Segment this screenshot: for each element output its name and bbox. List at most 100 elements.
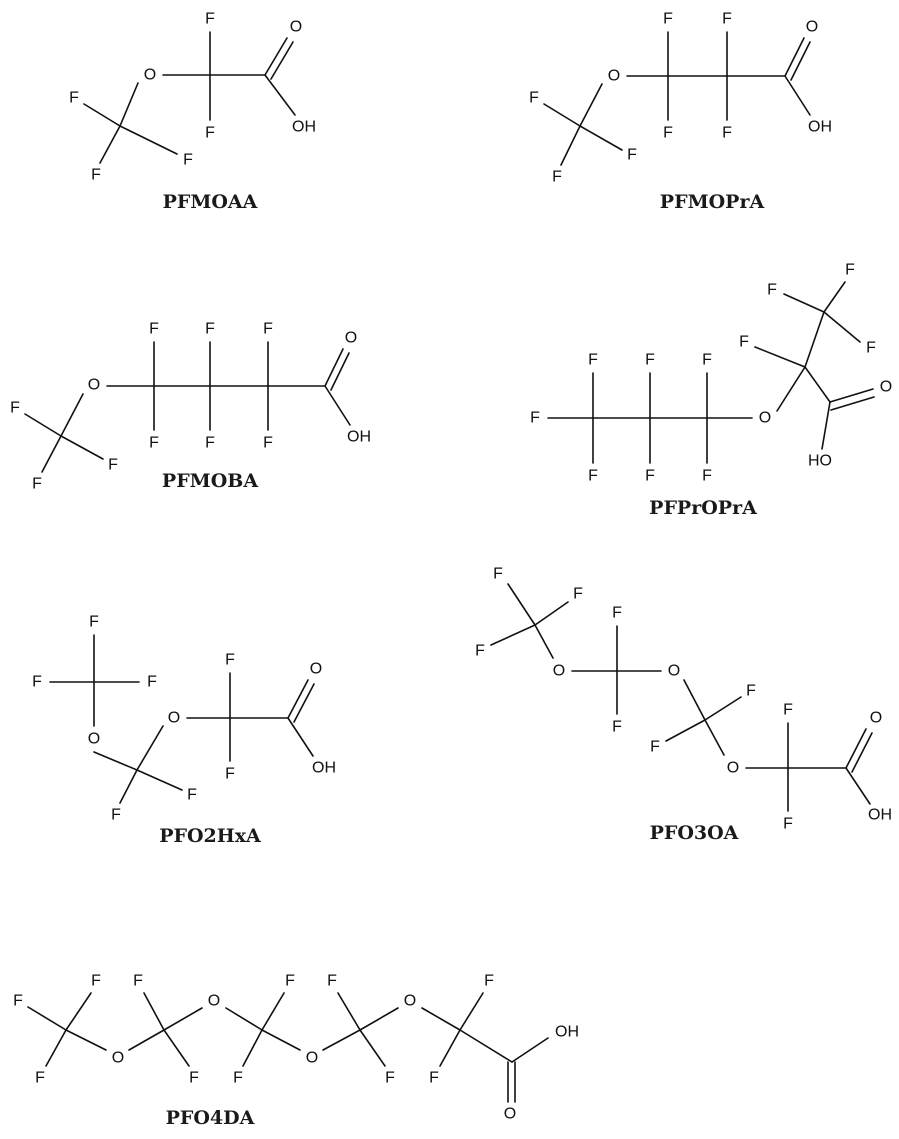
atom-label: F	[475, 643, 485, 660]
atom-label: F	[89, 614, 99, 631]
bond	[560, 125, 581, 166]
bond	[829, 388, 874, 403]
bond	[270, 41, 294, 80]
atom-label: F	[645, 352, 655, 369]
atom-label: O	[504, 1106, 516, 1123]
atom-label: F	[327, 973, 337, 990]
atom-label: F	[13, 993, 23, 1010]
bond	[337, 992, 361, 1031]
atom-label: F	[189, 1070, 199, 1087]
bond	[830, 396, 875, 411]
bond	[823, 281, 846, 313]
bond	[459, 992, 484, 1031]
atom-label: O	[880, 379, 892, 396]
atom-label: F	[612, 719, 622, 736]
bond	[93, 751, 138, 771]
bond	[784, 75, 811, 116]
molecule-caption: PFMOPrA	[660, 191, 765, 213]
atom-label: F	[588, 352, 598, 369]
bond	[704, 696, 742, 721]
atom-label: F	[493, 566, 503, 583]
bond	[225, 1007, 263, 1031]
atom-label: F	[205, 11, 215, 28]
atom-label: OH	[555, 1024, 579, 1041]
atom-label: F	[739, 334, 749, 351]
atom-label: F	[530, 410, 540, 427]
atom-label: F	[783, 816, 793, 833]
atom-label: F	[225, 766, 235, 783]
atom-label: F	[91, 973, 101, 990]
bond	[823, 311, 861, 343]
atom-label: F	[205, 435, 215, 452]
bond	[136, 725, 164, 771]
atom-label: F	[722, 11, 732, 28]
atom-label: F	[645, 468, 655, 485]
bond	[845, 767, 871, 805]
atom-label: F	[783, 702, 793, 719]
atom-label: F	[263, 435, 273, 452]
molecule-caption: PFO4DA	[166, 1107, 255, 1129]
bond	[242, 1029, 263, 1067]
bond	[119, 769, 138, 804]
bond	[99, 125, 121, 164]
bond	[665, 719, 706, 742]
atom-label: O	[306, 1050, 318, 1067]
atom-label: O	[144, 67, 156, 84]
atom-label: F	[149, 321, 159, 338]
atom-label: F	[205, 321, 215, 338]
atom-label: F	[149, 435, 159, 452]
atom-label: F	[573, 586, 583, 603]
bond	[490, 624, 536, 646]
atom-label: F	[225, 652, 235, 669]
atom-label: O	[668, 663, 680, 680]
atom-label: O	[759, 410, 771, 427]
bond	[439, 1029, 461, 1067]
bond	[851, 732, 873, 773]
bond	[359, 1007, 399, 1031]
bond	[804, 311, 825, 368]
molecule-caption: PFO2HxA	[159, 825, 261, 847]
atom-label: F	[722, 125, 732, 142]
bond	[322, 1029, 361, 1051]
bond	[683, 679, 706, 721]
bond	[845, 728, 867, 769]
atom-label: F	[845, 262, 855, 279]
atom-label: O	[870, 710, 882, 727]
atom-label: O	[404, 993, 416, 1010]
atom-label: F	[183, 152, 193, 169]
bond	[261, 1029, 301, 1051]
bond	[119, 82, 139, 127]
atom-label: F	[91, 167, 101, 184]
bond	[784, 37, 805, 77]
atom-label: F	[650, 739, 660, 756]
molecule-caption: PFMOBA	[162, 470, 258, 492]
bond	[704, 719, 725, 756]
atom-label: F	[32, 476, 42, 493]
bond	[359, 1029, 386, 1067]
atom-label: F	[663, 11, 673, 28]
bond	[511, 1037, 549, 1063]
atom-label: F	[69, 90, 79, 107]
atom-label: OH	[312, 760, 336, 777]
atom-label: OH	[808, 119, 832, 136]
atom-label: F	[429, 1070, 439, 1087]
atom-label: F	[32, 674, 42, 691]
atom-label: F	[588, 468, 598, 485]
bond	[287, 717, 314, 757]
bond	[543, 103, 581, 127]
atom-label: OH	[868, 807, 892, 824]
atom-label: F	[627, 147, 637, 164]
atom-label: F	[187, 787, 197, 804]
bond	[83, 103, 121, 127]
bond	[507, 583, 536, 626]
bond	[754, 346, 806, 368]
bond	[293, 683, 315, 723]
bond	[65, 1029, 107, 1051]
